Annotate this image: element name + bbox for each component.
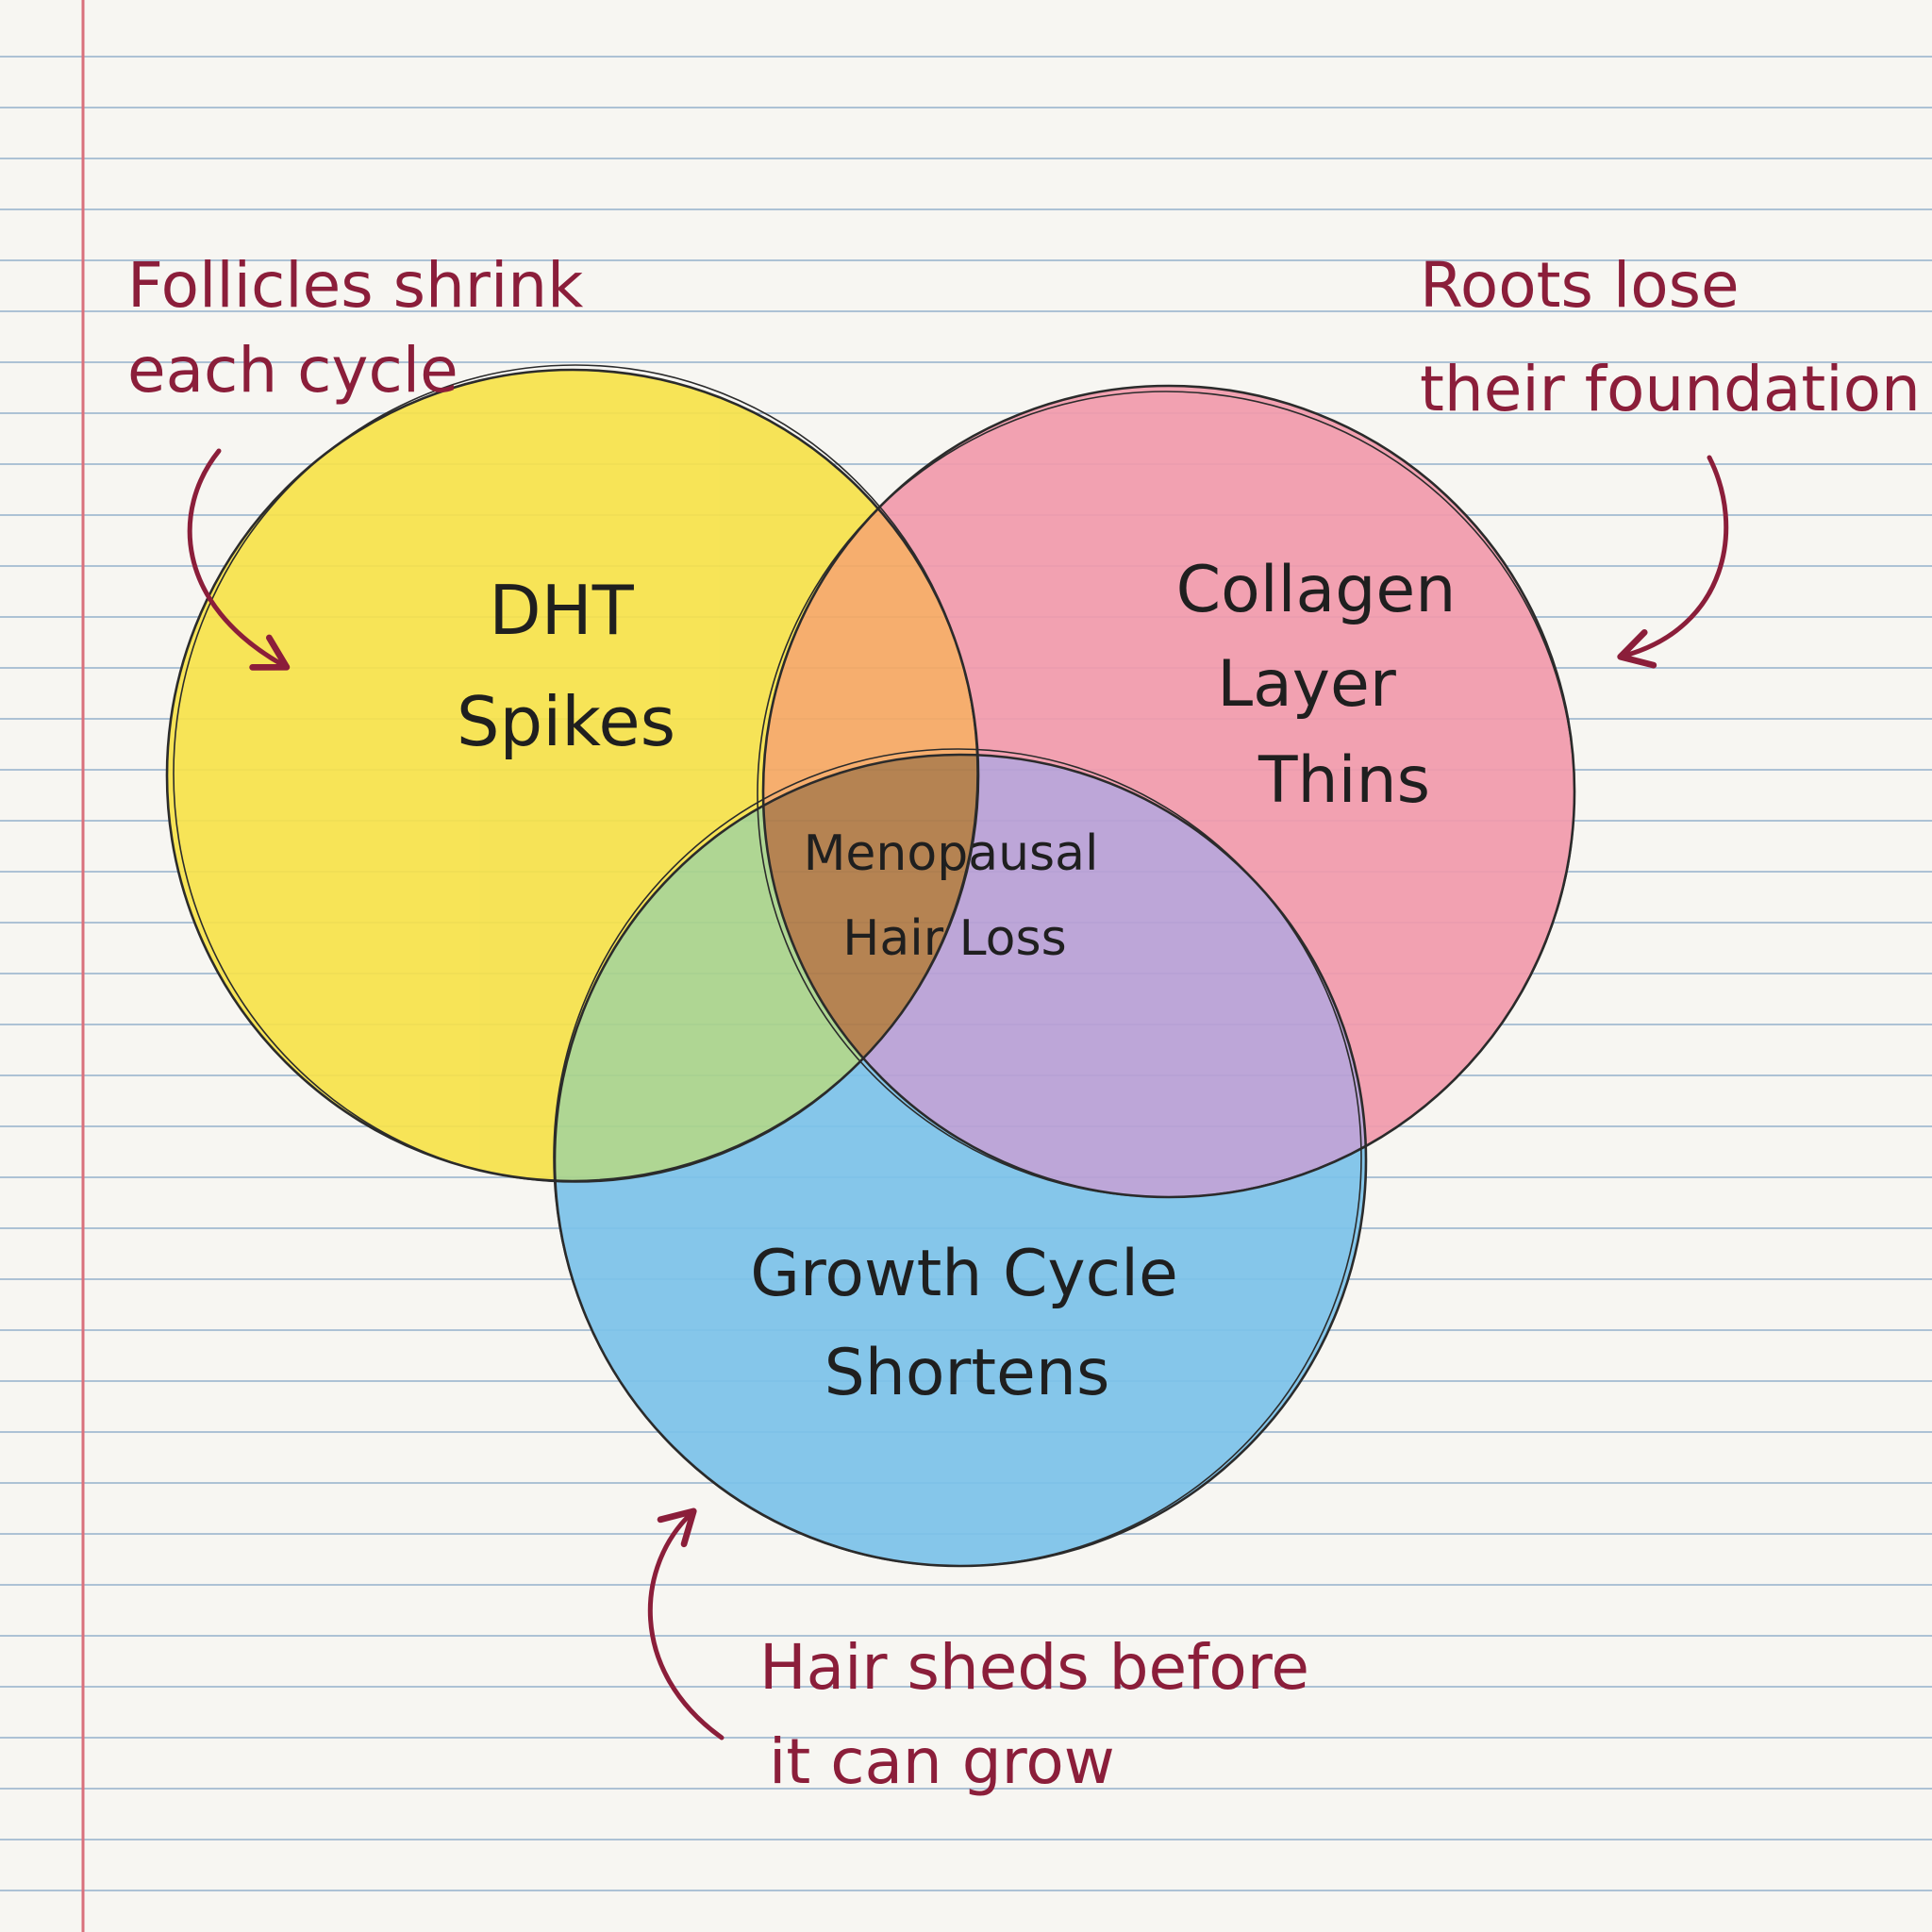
center-label-line2: Hair Loss xyxy=(842,910,1066,967)
growth-label-line1: Growth Cycle xyxy=(750,1237,1178,1311)
center-label-line1: Menopausal xyxy=(804,825,1099,882)
annotation-top-left-line1: Follicles shrink xyxy=(127,249,584,322)
venn-outlines xyxy=(165,364,1576,1568)
dht-circle-outline-sketch xyxy=(173,364,978,1183)
collagen-circle-outline-sketch xyxy=(757,391,1575,1198)
arrow-bottom-icon xyxy=(647,1507,724,1740)
annotation-top-right-line2: their foundation xyxy=(1420,353,1921,425)
annotation-top-left-line2: each cycle xyxy=(127,334,458,407)
dht-label-line2: Spikes xyxy=(457,682,675,761)
dht-circle-outline xyxy=(165,368,980,1183)
dht-label-line1: DHT xyxy=(489,571,635,650)
growth-circle-outline-sketch xyxy=(553,748,1362,1567)
growth-label-line2: Shortens xyxy=(824,1336,1110,1410)
arrow-top-left-icon xyxy=(187,448,291,671)
arrow-top-right-icon xyxy=(1617,455,1729,669)
collagen-label-line1: Collagen xyxy=(1176,553,1457,627)
collagen-label-line3: Thins xyxy=(1257,743,1430,818)
annotation-bottom-line2: it can grow xyxy=(769,1725,1115,1798)
annotation-bottom-line1: Hair sheds before xyxy=(759,1631,1309,1704)
annotation-top-right-line1: Roots lose xyxy=(1420,249,1740,322)
collagen-label-line2: Layer xyxy=(1217,647,1396,722)
